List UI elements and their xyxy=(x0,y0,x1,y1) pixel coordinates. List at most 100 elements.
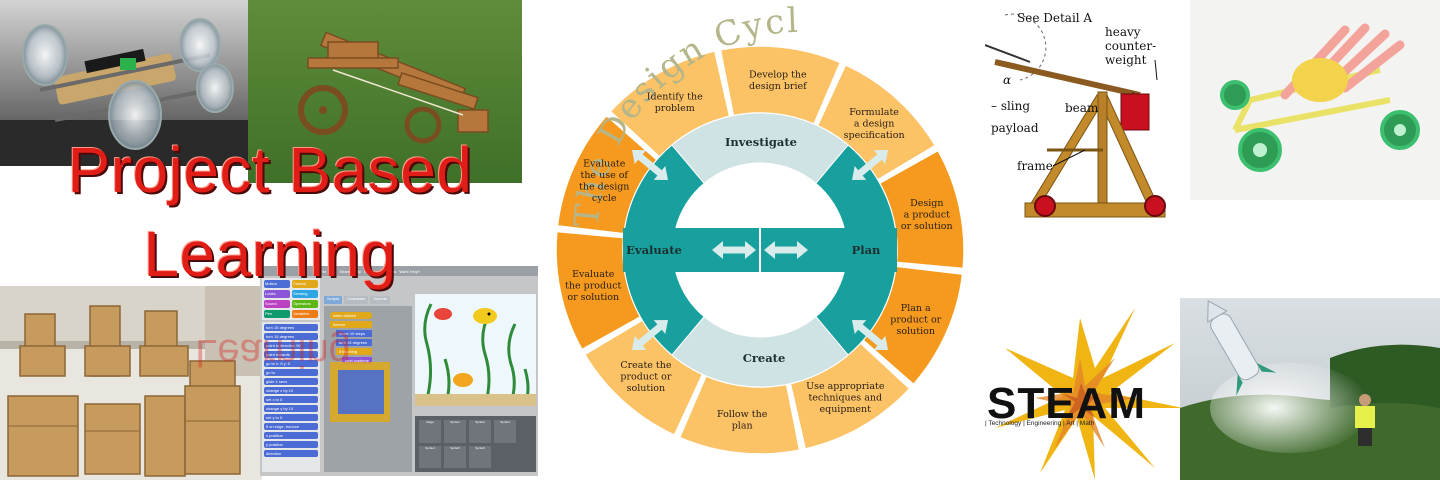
scratch-category: Operators xyxy=(292,300,318,308)
step-label-line: Identify the xyxy=(647,92,703,103)
cardboard-chairs-photo xyxy=(0,286,262,480)
step-label-line: problem xyxy=(655,103,695,114)
label-counterweight-1: heavy xyxy=(1105,25,1141,39)
scratch-script-block: next costume xyxy=(342,357,372,364)
scratch-block: turn 15 degrees xyxy=(264,324,318,331)
scratch-block: if on edge, bounce xyxy=(264,423,318,430)
scratch-stage xyxy=(415,294,536,406)
scratch-script-block: move 10 steps xyxy=(336,330,372,337)
step-label-line: Plan a xyxy=(901,303,931,314)
scratch-tab: Sounds xyxy=(370,296,390,304)
scratch-block-palette: turn 15 degrees turn 15 degrees point in… xyxy=(262,322,320,472)
scratch-block: set x to 0 xyxy=(264,396,318,403)
label-beam: beam xyxy=(1065,101,1099,115)
arrow-plan-center xyxy=(764,241,808,259)
step-label-line: the design xyxy=(579,181,629,192)
scratch-sprite-thumb: Sprite6 xyxy=(469,445,491,468)
scratch-sprite-thumb: Sprite5 xyxy=(444,445,466,468)
arrow-top-left xyxy=(632,150,668,180)
label-payload: payload xyxy=(991,121,1039,135)
steam-word: STEAM xyxy=(987,379,1146,428)
scratch-sprite-thumb: Stage xyxy=(419,420,441,443)
step-label-line: cycle xyxy=(592,193,617,204)
arrow-evaluate-center xyxy=(712,241,756,259)
step-label-line: equipment xyxy=(819,404,871,415)
scratch-menubar: File Edit Share Help Language Extras Wan… xyxy=(260,266,538,276)
step-label-line: or solution xyxy=(567,292,619,303)
scratch-block: change y by 10 xyxy=(264,405,318,412)
scratch-sprite-thumb: Sprite4 xyxy=(419,445,441,468)
step-label-line: Follow the xyxy=(717,409,768,420)
arrow-bottom-left xyxy=(632,320,668,350)
scratch-sprite-thumb: Sprite3 xyxy=(494,420,516,443)
step-label-line: or solution xyxy=(901,221,953,232)
steam-logo: STEAM | Technology | Engineering | Art |… xyxy=(985,298,1183,480)
scratch-script-block: if touching xyxy=(336,348,372,355)
label-frame: frame xyxy=(1017,159,1053,173)
scratch-block: x position xyxy=(264,432,318,439)
scratch-category: Sound xyxy=(264,300,290,308)
label-counterweight-2: counter- xyxy=(1105,39,1156,53)
headline-line-1: Project Based xyxy=(67,134,473,206)
scratch-script-area: when clicked forever move 10 steps turn … xyxy=(324,306,412,472)
label-see-detail: See Detail A xyxy=(1017,11,1092,25)
outer-step-ring xyxy=(555,45,965,455)
water-rocket-photo xyxy=(1180,298,1440,480)
scratch-block: glide 1 secs xyxy=(264,378,318,385)
scratch-block: direction xyxy=(264,450,318,457)
step-label-line: a product xyxy=(904,210,951,221)
step-label-line: techniques and xyxy=(808,393,882,404)
scratch-block: y position xyxy=(264,441,318,448)
headline-line-2: Learning xyxy=(143,218,397,290)
scratch-category: Motion xyxy=(264,280,290,288)
step-label-line: Formulate xyxy=(849,107,899,118)
scratch-block: set y to 0 xyxy=(264,414,318,421)
straw-car-photo xyxy=(1190,0,1440,200)
step-label-line: product or xyxy=(620,372,671,383)
scratch-category: Sensing xyxy=(292,290,318,298)
trebuchet-drawing: See Detail A heavy counter- weight α – s… xyxy=(985,0,1190,226)
step-label-line: the product xyxy=(565,280,621,291)
phase-label-evaluate: Evaluate xyxy=(626,243,682,257)
scratch-sprite-thumb: Sprite1 xyxy=(444,420,466,443)
scratch-menu-item: Language xyxy=(364,268,383,274)
wooden-catapult-photo xyxy=(248,0,522,183)
step-label-line: Evaluate xyxy=(583,158,626,169)
scratch-tab: Scripts xyxy=(324,296,343,304)
steam-subtitle: | Technology | Engineering | Art | Math xyxy=(985,420,1095,427)
scratch-script-block: forever xyxy=(330,321,372,328)
scratch-block: point in direction 90 xyxy=(264,342,318,349)
scratch-script-block: turn 15 degrees xyxy=(336,339,372,346)
step-label-line: solution xyxy=(627,383,665,394)
scratch-menu-item: Want Help? xyxy=(399,268,421,274)
scratch-block: turn 15 degrees xyxy=(264,333,318,340)
scratch-menu-item: Share xyxy=(339,268,351,274)
scratch-editor-screenshot: File Edit Share Help Language Extras Wan… xyxy=(260,266,538,476)
phase-label-create: Create xyxy=(743,351,786,365)
step-label-line: solution xyxy=(897,326,935,337)
scratch-menu-item: Edit xyxy=(329,268,337,274)
step-label-line: Evaluate xyxy=(572,269,615,280)
label-alpha: α xyxy=(1003,73,1011,87)
scratch-block: go to xyxy=(264,369,318,376)
scratch-tabs: Scripts Costumes Sounds xyxy=(324,296,412,304)
scratch-tab: Costumes xyxy=(344,296,369,304)
scratch-category: Pen xyxy=(264,310,290,318)
scratch-script: when clicked forever move 10 steps turn … xyxy=(330,312,372,364)
mousetrap-car-photo xyxy=(0,0,248,166)
step-label-line: Create the xyxy=(620,360,671,371)
label-counterweight-3: weight xyxy=(1105,53,1147,67)
phase-label-investigate: Investigate xyxy=(725,135,797,149)
step-label-line: plan xyxy=(732,420,753,431)
step-label-line: product or xyxy=(890,314,941,325)
scratch-menu-item: Extras xyxy=(385,268,397,274)
